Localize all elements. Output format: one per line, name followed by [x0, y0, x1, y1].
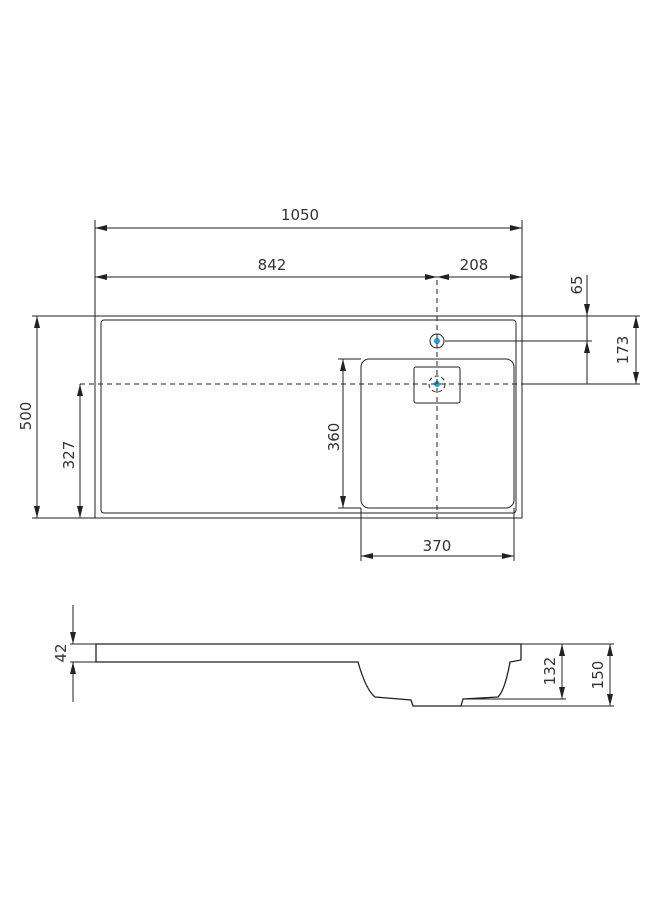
- countertop-profile: [95, 643, 522, 707]
- dim-208: 208: [437, 256, 522, 280]
- dim-42: 42: [52, 605, 76, 702]
- countertop-outline: [94, 315, 523, 519]
- dim-label: 327: [60, 441, 78, 470]
- dim-327: 327: [60, 384, 83, 518]
- extension-lines: [70, 643, 614, 707]
- dim-842: 842: [95, 256, 437, 280]
- dim-173: 173: [614, 316, 639, 384]
- tap-hole-marker: [434, 338, 440, 344]
- dim-150: 150: [589, 644, 613, 706]
- dim-370: 370: [361, 537, 514, 559]
- dim-1050: 1050: [95, 206, 522, 231]
- dim-label: 173: [614, 336, 632, 365]
- dim-132: 132: [541, 644, 565, 699]
- dim-label: 360: [325, 423, 343, 452]
- dim-label: 132: [541, 657, 559, 686]
- dim-label: 842: [258, 256, 287, 274]
- dim-label: 65: [568, 275, 586, 294]
- dim-label: 42: [52, 643, 70, 662]
- dim-label: 370: [423, 537, 452, 555]
- countertop-inner-edge: [100, 319, 517, 514]
- dim-label: 208: [460, 256, 489, 274]
- dim-65: 65: [568, 275, 590, 384]
- side-view: 42 132 150: [52, 605, 614, 707]
- overflow-box: [413, 366, 461, 404]
- dim-500: 500: [17, 316, 40, 518]
- dim-360: 360: [325, 359, 346, 508]
- dim-label: 1050: [281, 206, 319, 224]
- top-view: 1050 842 208 65 173 500 327: [17, 206, 640, 561]
- dim-label: 150: [589, 661, 607, 690]
- extension-lines: [32, 220, 640, 561]
- dim-label: 500: [17, 402, 35, 431]
